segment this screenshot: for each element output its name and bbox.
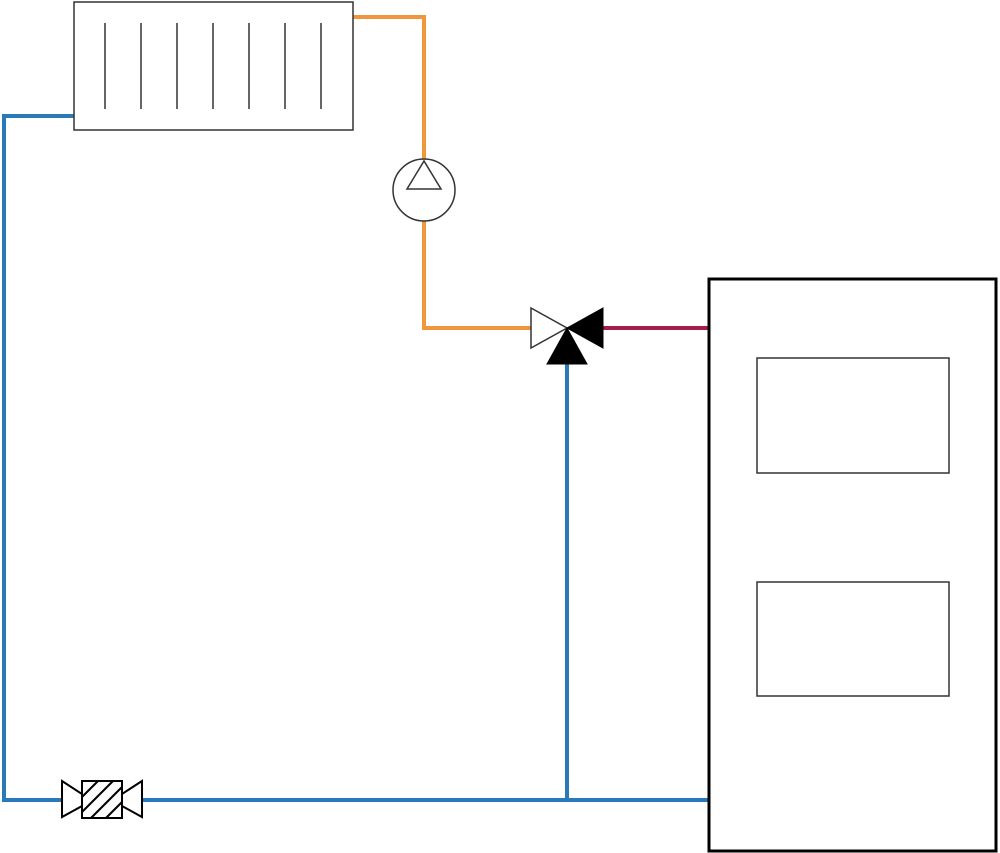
boiler-door-lower bbox=[756, 581, 950, 697]
filter-hatch-line bbox=[81, 780, 99, 798]
boiler-door-upper bbox=[756, 357, 950, 474]
filter-hatch-line bbox=[81, 780, 114, 813]
supply-pipe-top bbox=[353, 15, 426, 159]
valve-port-right bbox=[565, 307, 604, 349]
filter-hatch-line bbox=[90, 786, 123, 819]
strainer-filter-icon bbox=[61, 779, 143, 819]
filter-cone-right bbox=[121, 779, 143, 819]
valve-port-bottom bbox=[546, 326, 588, 365]
supply-pipes bbox=[353, 15, 531, 330]
filter-body bbox=[81, 780, 123, 819]
three-way-valve-icon bbox=[530, 306, 604, 365]
radiator-icon bbox=[73, 1, 354, 131]
radiator-fins bbox=[104, 23, 322, 109]
pump-body bbox=[392, 158, 456, 222]
boiler-icon bbox=[707, 277, 998, 853]
supply-pipe-lower bbox=[422, 221, 531, 330]
pump-direction-triangle bbox=[405, 159, 443, 190]
filter-cone-left bbox=[61, 779, 83, 819]
valve-port-left bbox=[530, 306, 569, 350]
return-pipes bbox=[2, 114, 709, 802]
filter-hatch-line bbox=[105, 801, 123, 819]
return-pipe-left bbox=[2, 114, 74, 802]
pump-icon bbox=[392, 158, 456, 222]
filter-hatching bbox=[81, 780, 123, 819]
